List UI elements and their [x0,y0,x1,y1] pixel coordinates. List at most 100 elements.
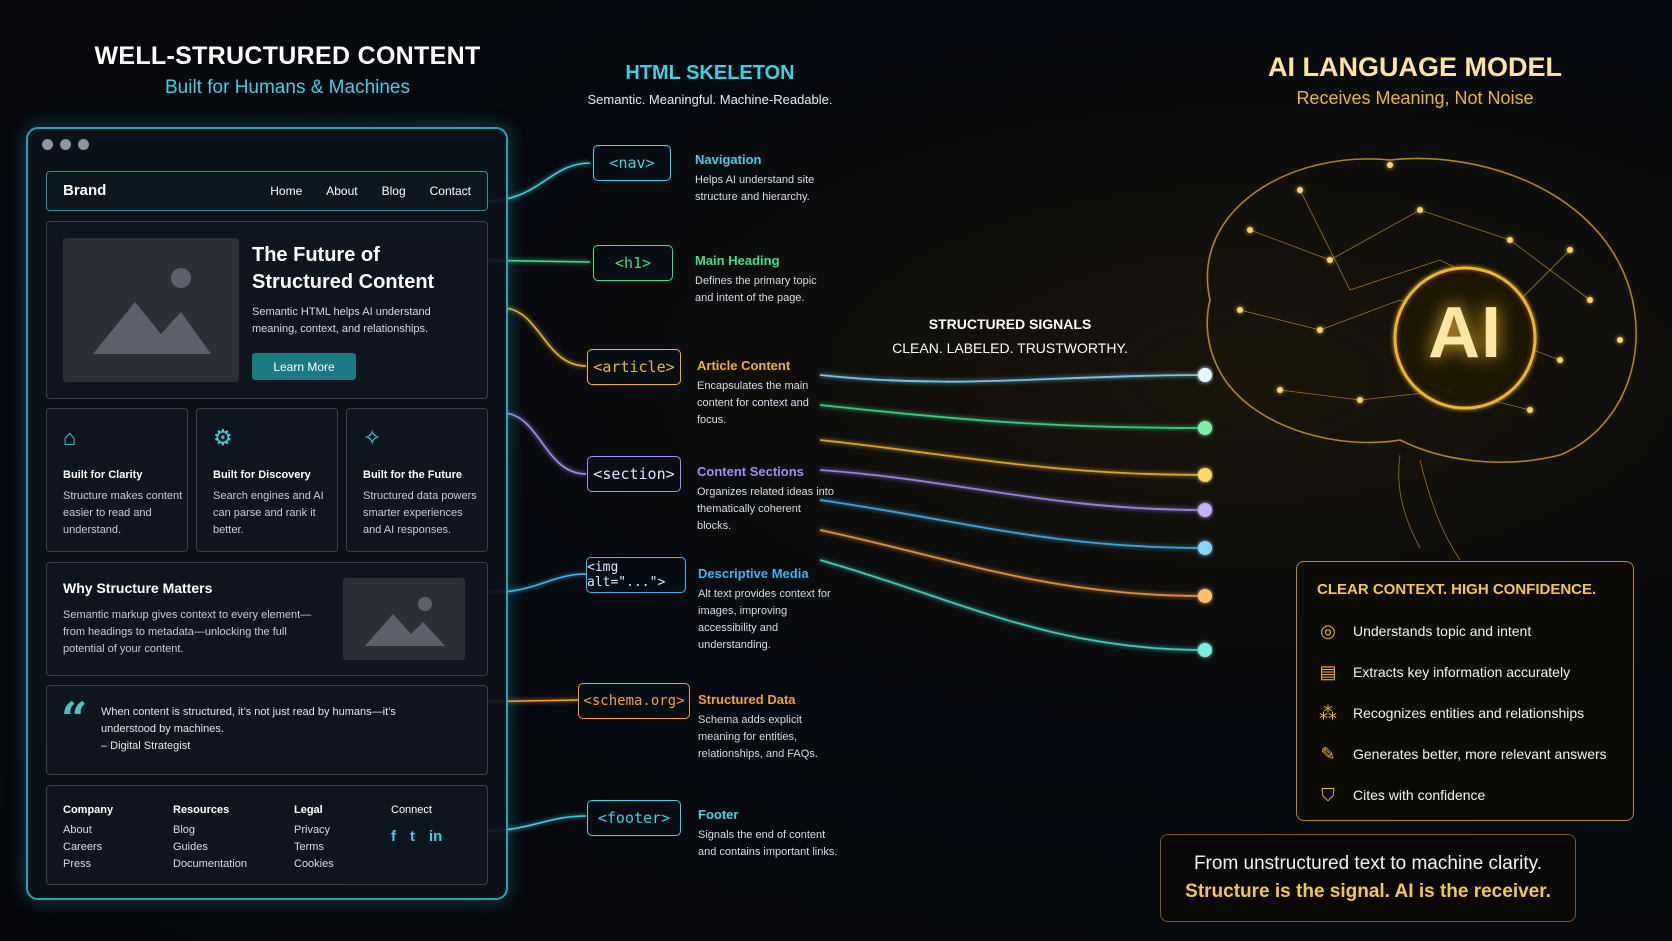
middle-subtitle: Semantic. Meaningful. Machine-Readable. [587,92,833,107]
learn-more-button[interactable]: Learn More [252,353,356,380]
window-dot-minimize[interactable] [60,139,71,150]
tag-footer: <footer> [587,800,681,836]
footer-heading: Legal [294,804,323,816]
tagline-line-2: Structure is the signal. AI is the recei… [1185,881,1551,902]
footer-column: Connect [391,802,432,822]
tag-description: Alt text provides context for images, im… [698,588,831,651]
feature-title: Built for Clarity [63,469,143,481]
footer-link[interactable]: Guides [173,841,208,853]
footer-column: Legal Privacy Terms Cookies [294,802,334,873]
image-placeholder-icon [365,597,445,646]
footer-column: Resources Blog Guides Documentation [173,802,247,873]
context-item-text: Recognizes entities and relationships [1353,705,1585,721]
hero-text: Semantic HTML helps AI understand meanin… [252,306,431,335]
ai-core-label: AI [1428,293,1502,373]
nav-link-about[interactable]: About [326,184,358,198]
footer-link[interactable]: Privacy [294,824,331,836]
quote-mark-icon: “ [61,692,88,746]
network-icon: ⁂ [1319,703,1337,723]
linkedin-icon[interactable]: in [429,828,443,845]
context-item: ⛉ Cites with confidence [1317,784,1485,806]
footer-link[interactable]: Blog [173,824,196,836]
context-item: ⁂ Recognizes entities and relationships [1317,702,1584,724]
window-dot-maximize[interactable] [78,139,89,150]
feature-text: Search engines and AI can parse and rank… [213,490,324,536]
tag-description: Schema adds explicit meaning for entitie… [698,714,818,760]
why-title: Why Structure Matters [63,580,213,596]
nav-link-home[interactable]: Home [270,184,303,198]
facebook-icon[interactable]: f [391,828,396,845]
tag-label: Content Sections [697,464,804,479]
context-item-text: Understands topic and intent [1353,623,1532,639]
magic-wand-icon: ✎ [1320,744,1336,764]
tag-label: Structured Data [698,692,796,707]
gear-shield-icon: ⚙ [213,425,233,450]
quote-author: – Digital Strategist [101,740,191,752]
context-item-text: Extracts key information accurately [1353,664,1571,680]
nav-links: Home About Blog Contact [270,184,471,198]
footer-link[interactable]: Documentation [173,858,247,870]
twitter-icon[interactable]: t [410,828,415,845]
tag-nav: <nav> [593,145,671,181]
left-subtitle: Built for Humans & Machines [165,77,410,98]
tagline-box: From unstructured text to machine clarit… [1160,834,1576,922]
left-title: WELL-STRUCTURED CONTENT [94,42,481,70]
feature-title: Built for the Future [363,469,462,481]
target-icon: ◎ [1320,621,1336,641]
tag-label: Navigation [695,152,762,167]
quote-block: “ When content is structured, it’s not j… [46,685,488,775]
footer-heading: Connect [391,804,432,816]
tag-description: Encapsulates the main content for contex… [697,380,809,426]
tag-description: Signals the end of content and contains … [698,829,838,858]
sparkle-icon: ✧ [363,425,382,450]
footer-heading: Resources [173,804,230,816]
brand-logo[interactable]: Brand [63,182,107,199]
footer-link[interactable]: About [63,824,92,836]
tag-schema: <schema.org> [578,683,690,719]
browser-window: Brand Home About Blog Contact The Future… [26,127,508,900]
feature-text: Structure makes content easier to read a… [63,490,183,536]
tag-article: <article> [587,349,681,385]
signals-subtitle: CLEAN. LABELED. TRUSTWORTHY. [892,340,1128,356]
context-item: ▤ Extracts key information accurately [1317,661,1570,683]
signals-title: STRUCTURED SIGNALS [928,316,1092,332]
footer-link[interactable]: Careers [63,841,103,853]
right-subtitle: Receives Meaning, Not Noise [1296,88,1534,108]
tag-description: Organizes related ideas into thematicall… [697,486,834,532]
feature-card: ⚙ Built for Discovery Search engines and… [196,408,338,552]
context-item: ✎ Generates better, more relevant answer… [1317,743,1607,765]
feature-card: ✧ Built for the Future Structured data p… [346,408,488,552]
footer-link[interactable]: Press [63,858,92,870]
context-item-text: Generates better, more relevant answers [1353,746,1607,762]
tag-description: Defines the primary topic and intent of … [695,275,817,304]
tag-label: Article Content [697,358,791,373]
feature-title: Built for Discovery [213,469,311,481]
tag-h1: <h1> [593,245,673,281]
quote-body: When content is structured, it’s not jus… [101,706,396,735]
why-text: Semantic markup gives context to every e… [63,609,312,655]
window-dot-close[interactable] [42,139,53,150]
building-icon: ⌂ [63,425,77,450]
site-footer: Company About Careers Press Resources Bl… [46,785,488,885]
why-section: Why Structure Matters Semantic markup gi… [46,562,488,676]
footer-link[interactable]: Cookies [294,858,334,870]
context-panel: CLEAR CONTEXT. HIGH CONFIDENCE. ◎ Unders… [1296,561,1634,821]
image-placeholder-icon [93,268,211,354]
footer-heading: Company [63,804,114,816]
hero-section: The Future of Structured Content Semanti… [46,221,488,399]
feature-text: Structured data powers smarter experienc… [363,490,477,536]
tag-label: Footer [698,807,739,822]
right-title: AI LANGUAGE MODEL [1268,52,1562,82]
tagline-line-1: From unstructured text to machine clarit… [1193,853,1543,874]
nav-link-blog[interactable]: Blog [381,184,406,198]
feature-card: ⌂ Built for Clarity Structure makes cont… [46,408,188,552]
hero-title: The Future of Structured Content [252,244,435,293]
footer-column: Company About Careers Press [63,802,113,873]
site-navbar: Brand Home About Blog Contact [46,171,488,211]
shield-check-icon: ⛉ [1321,785,1335,805]
tag-label: Descriptive Media [698,566,809,581]
nav-link-contact[interactable]: Contact [429,184,471,198]
footer-link[interactable]: Terms [294,841,324,853]
tag-description: Helps AI understand site structure and h… [695,174,815,203]
